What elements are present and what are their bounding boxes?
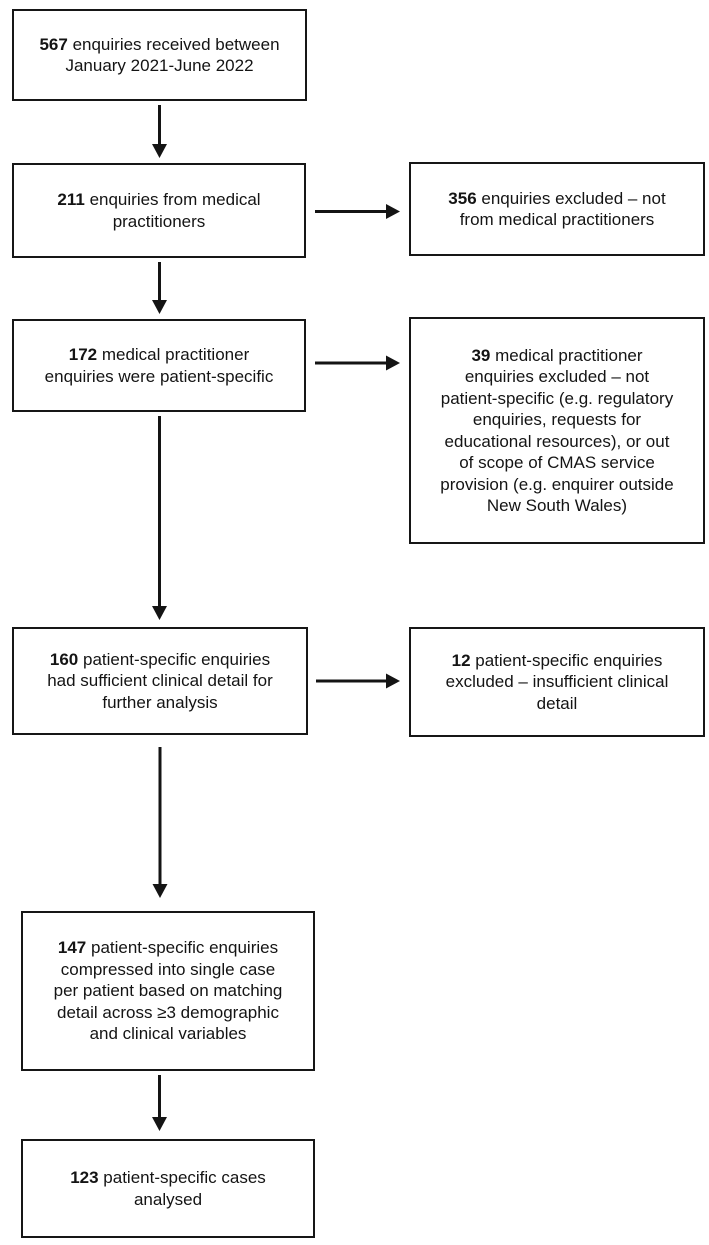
flow-box-text: 12 patient-specific enquiries excluded –… xyxy=(446,650,669,715)
box-label: medical practitioner enquiries were pati… xyxy=(44,345,274,386)
box-number: 12 xyxy=(451,650,471,670)
box-number: 147 xyxy=(57,938,87,958)
flow-box-sufficient-clinical-detail: 160 patient-specific enquiries had suffi… xyxy=(12,627,308,735)
flow-box-text: 39 medical practitioner enquiries exclud… xyxy=(440,345,673,517)
box-number: 123 xyxy=(70,1168,99,1187)
box-number: 567 xyxy=(39,34,68,54)
box-label: enquiries from medical practitioners xyxy=(89,190,261,231)
flow-box-text: 172 medical practitioner enquiries were … xyxy=(45,344,274,387)
arrow-right-sufficient-detail-to-excluded xyxy=(316,673,400,689)
arrow-down-medical-to-patient-specific xyxy=(152,262,167,314)
flow-box-text: 211 enquiries from medical practitioners xyxy=(57,189,260,232)
box-label: patient-specific enquiries excluded – in… xyxy=(445,650,669,713)
box-label: patient-specific enquiries had sufficien… xyxy=(47,649,273,712)
flow-box-medical-practitioner-enquiries: 211 enquiries from medical practitioners xyxy=(12,163,306,258)
flow-box-text: 160 patient-specific enquiries had suffi… xyxy=(47,649,273,714)
arrow-down-patient-specific-to-sufficient-detail xyxy=(152,416,167,620)
flow-box-text: 567 enquiries received between January 2… xyxy=(39,34,279,77)
flow-box-excluded-insufficient-detail: 12 patient-specific enquiries excluded –… xyxy=(409,627,705,737)
arrow-right-medical-to-excluded xyxy=(315,204,400,219)
box-number: 172 xyxy=(68,345,98,364)
flow-box-patient-specific-enquiries: 172 medical practitioner enquiries were … xyxy=(12,319,306,412)
box-number: 356 xyxy=(448,188,477,208)
box-label: patient-specific cases analysed xyxy=(103,1168,266,1209)
flow-box-excluded-not-medical: 356 enquiries excluded – not from medica… xyxy=(409,162,705,256)
flow-box-excluded-not-patient-specific: 39 medical practitioner enquiries exclud… xyxy=(409,317,705,544)
arrow-down-received-to-medical xyxy=(152,105,167,158)
arrow-down-sufficient-detail-to-compressed xyxy=(152,747,168,898)
box-label: enquiries excluded – not from medical pr… xyxy=(459,188,666,230)
box-label: medical practitioner enquiries excluded … xyxy=(440,345,674,516)
box-label: enquiries received between January 2021-… xyxy=(65,34,280,76)
flow-box-text: 123 patient-specific cases analysed xyxy=(70,1167,266,1210)
box-number: 160 xyxy=(49,649,79,669)
box-number: 39 xyxy=(471,345,491,365)
box-label: patient-specific enquiries compressed in… xyxy=(53,938,283,1044)
arrow-down-compressed-to-analysed xyxy=(152,1075,167,1131)
flow-box-cases-analysed: 123 patient-specific cases analysed xyxy=(21,1139,315,1238)
box-number: 211 xyxy=(57,190,85,209)
flow-box-enquiries-received: 567 enquiries received between January 2… xyxy=(12,9,307,101)
flow-box-text: 356 enquiries excluded – not from medica… xyxy=(448,188,665,231)
arrow-right-patient-specific-to-excluded xyxy=(315,355,400,371)
flow-box-text: 147 patient-specific enquiries compresse… xyxy=(54,937,283,1045)
flow-box-compressed-cases: 147 patient-specific enquiries compresse… xyxy=(21,911,315,1071)
